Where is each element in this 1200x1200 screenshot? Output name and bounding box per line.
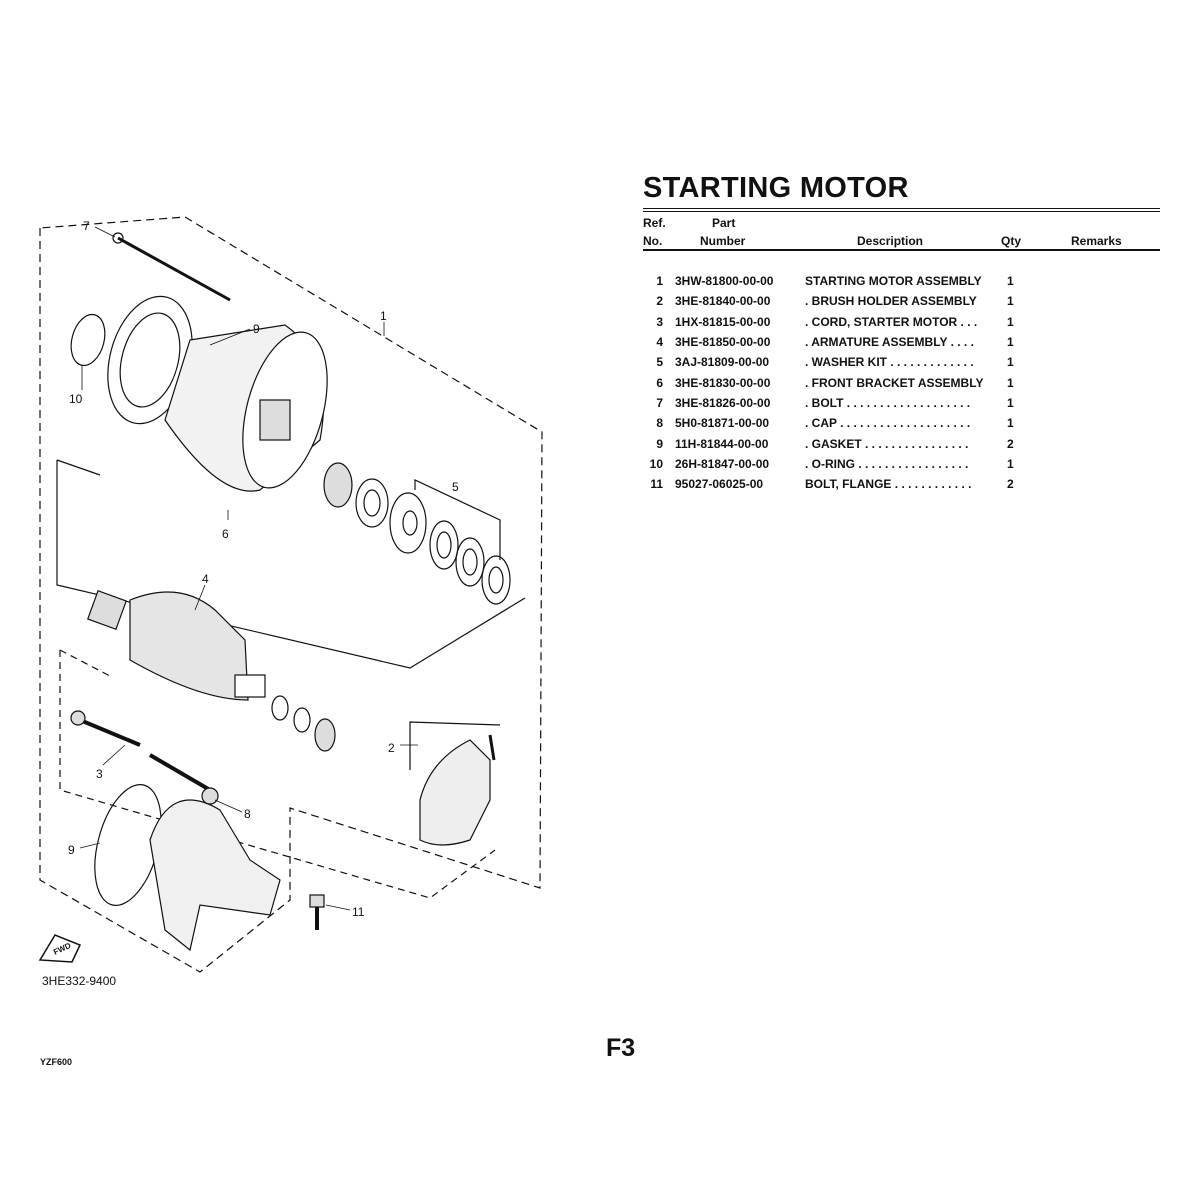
cell-ref: 3: [656, 314, 663, 329]
page-code: F3: [606, 1034, 636, 1062]
callout-8: 8: [244, 807, 251, 821]
header-description: Description: [857, 234, 924, 248]
cell-part: 1HX-81815-00-00: [675, 314, 771, 329]
o-ring-10: [70, 313, 106, 367]
cell-ref: 11: [650, 477, 663, 492]
table-row: 9 11H-81844-00-00 . GASKET . . . . . . . .…: [643, 433, 1037, 453]
brush-holder-2: [419, 739, 491, 846]
washer-kit-5: [389, 479, 511, 605]
cell-ref: 8: [656, 416, 663, 431]
table-row: 5 3AJ-81809-00-00 . WASHER KIT . . . . . .…: [643, 352, 1037, 372]
title-rule-2: [643, 211, 1160, 212]
header-ref-top: Ref.: [643, 216, 666, 230]
cell-qty: 1: [1007, 335, 1014, 350]
callout-9: 9: [253, 322, 260, 336]
cell-desc: . CORD, STARTER MOTOR . . .: [805, 314, 978, 329]
table-row: 10 26H-81847-00-00 . O-RING . . . . . . . …: [643, 454, 1037, 474]
cell-ref: 5: [656, 355, 663, 370]
cell-desc: BOLT, FLANGE . . . . . . . . . . . .: [805, 477, 972, 492]
cell-part: 3AJ-81809-00-00: [675, 355, 770, 370]
table-row: 2 3HE-81840-00-00 . BRUSH HOLDER ASSEMBLY 1: [643, 291, 1037, 311]
cell-desc: . FRONT BRACKET ASSEMBLY: [805, 375, 984, 390]
callout-10: 10: [69, 392, 83, 406]
table-row: 1 3HW-81800-00-00 STARTING MOTOR ASSEMBLY 1: [643, 271, 1037, 291]
header-qty: Qty: [1001, 234, 1022, 248]
bolt-7: [112, 232, 231, 302]
cell-qty: 1: [1007, 274, 1014, 289]
cell-part: 3HE-81850-00-00: [675, 335, 771, 350]
cell-part: 3HE-81830-00-00: [675, 375, 771, 390]
cell-desc: . GASKET . . . . . . . . . . . . . . . .: [805, 436, 969, 451]
header-remarks: Remarks: [1071, 234, 1122, 248]
header-part-top: Part: [712, 216, 736, 230]
cell-part: 3HE-81826-00-00: [675, 395, 771, 410]
cell-part: 11H-81844-00-00: [675, 436, 769, 451]
cell-ref: 10: [649, 456, 663, 471]
cell-qty: 1: [1007, 294, 1014, 309]
cell-qty: 1: [1007, 416, 1014, 431]
title-rule: [643, 208, 1160, 209]
callout-4: 4: [202, 572, 209, 586]
exploded-parts-diagram: FWD 7 9 1 10 5 6 4 2 3 8 9 11 3HE332-940…: [38, 216, 543, 988]
cell-ref: 9: [656, 436, 663, 451]
callout-9b: 9: [68, 843, 75, 857]
callout-7: 7: [83, 219, 90, 233]
diagram-code: 3HE332-9400: [42, 974, 116, 988]
callout-3: 3: [96, 767, 103, 781]
front-cover: [149, 799, 281, 952]
table-row: 4 3HE-81850-00-00 . ARMATURE ASSEMBLY . . …: [643, 332, 1037, 352]
cell-qty: 1: [1007, 456, 1014, 471]
header-ref-bottom: No.: [643, 234, 663, 248]
fwd-arrow-icon: [38, 934, 82, 963]
cell-desc: STARTING MOTOR ASSEMBLY: [805, 274, 982, 289]
cell-desc: . O-RING . . . . . . . . . . . . . . . .…: [805, 456, 969, 471]
callout-6: 6: [222, 527, 229, 541]
assembly-boundary: [39, 216, 543, 973]
cell-qty: 1: [1007, 375, 1014, 390]
cell-ref: 6: [656, 375, 663, 390]
page-title: STARTING MOTOR: [643, 172, 909, 204]
cell-qty: 1: [1007, 395, 1014, 410]
table-row: 3 1HX-81815-00-00 . CORD, STARTER MOTOR . …: [643, 312, 1037, 332]
cell-part: 5H0-81871-00-00: [675, 416, 770, 431]
cell-ref: 2: [656, 294, 663, 309]
table-row: 7 3HE-81826-00-00 . BOLT . . . . . . . . .…: [643, 393, 1037, 413]
cell-part: 26H-81847-00-00: [675, 456, 770, 471]
cell-desc: . WASHER KIT . . . . . . . . . . . . .: [805, 355, 974, 370]
cell-qty: 1: [1007, 355, 1014, 370]
cell-part: 95027-06025-00: [675, 477, 764, 492]
callout-1: 1: [380, 309, 387, 323]
bracket-group-box: [56, 460, 526, 669]
cell-ref: 4: [656, 335, 663, 350]
cell-part: 3HE-81840-00-00: [675, 294, 771, 309]
cell-desc: . BOLT . . . . . . . . . . . . . . . . .…: [805, 395, 971, 410]
cell-desc: . BRUSH HOLDER ASSEMBLY: [805, 294, 977, 309]
cell-ref: 1: [656, 274, 663, 289]
cell-desc: . ARMATURE ASSEMBLY . . . .: [805, 335, 974, 350]
cell-qty: 1: [1007, 314, 1014, 329]
table-row: 11 95027-06025-00 BOLT, FLANGE . . . . . .…: [643, 474, 1037, 494]
cell-qty: 2: [1007, 436, 1014, 451]
cell-ref: 7: [656, 395, 663, 410]
callout-5: 5: [452, 480, 459, 494]
header-part-bottom: Number: [700, 234, 746, 248]
model-code: YZF600: [40, 1057, 73, 1067]
table-row: 6 3HE-81830-00-00 . FRONT BRACKET ASSEMBLY…: [643, 372, 1037, 392]
flange-bolt-11: [309, 894, 325, 930]
cell-desc: . CAP . . . . . . . . . . . . . . . . . …: [805, 416, 971, 431]
cell-qty: 2: [1007, 477, 1014, 492]
cell-part: 3HW-81800-00-00: [675, 274, 774, 289]
header-rule: [643, 249, 1160, 251]
armature-4: [87, 590, 266, 701]
table-row: 8 5H0-81871-00-00 . CAP . . . . . . . . . …: [643, 413, 1037, 433]
callout-2: 2: [388, 741, 395, 755]
callout-11: 11: [352, 905, 365, 919]
